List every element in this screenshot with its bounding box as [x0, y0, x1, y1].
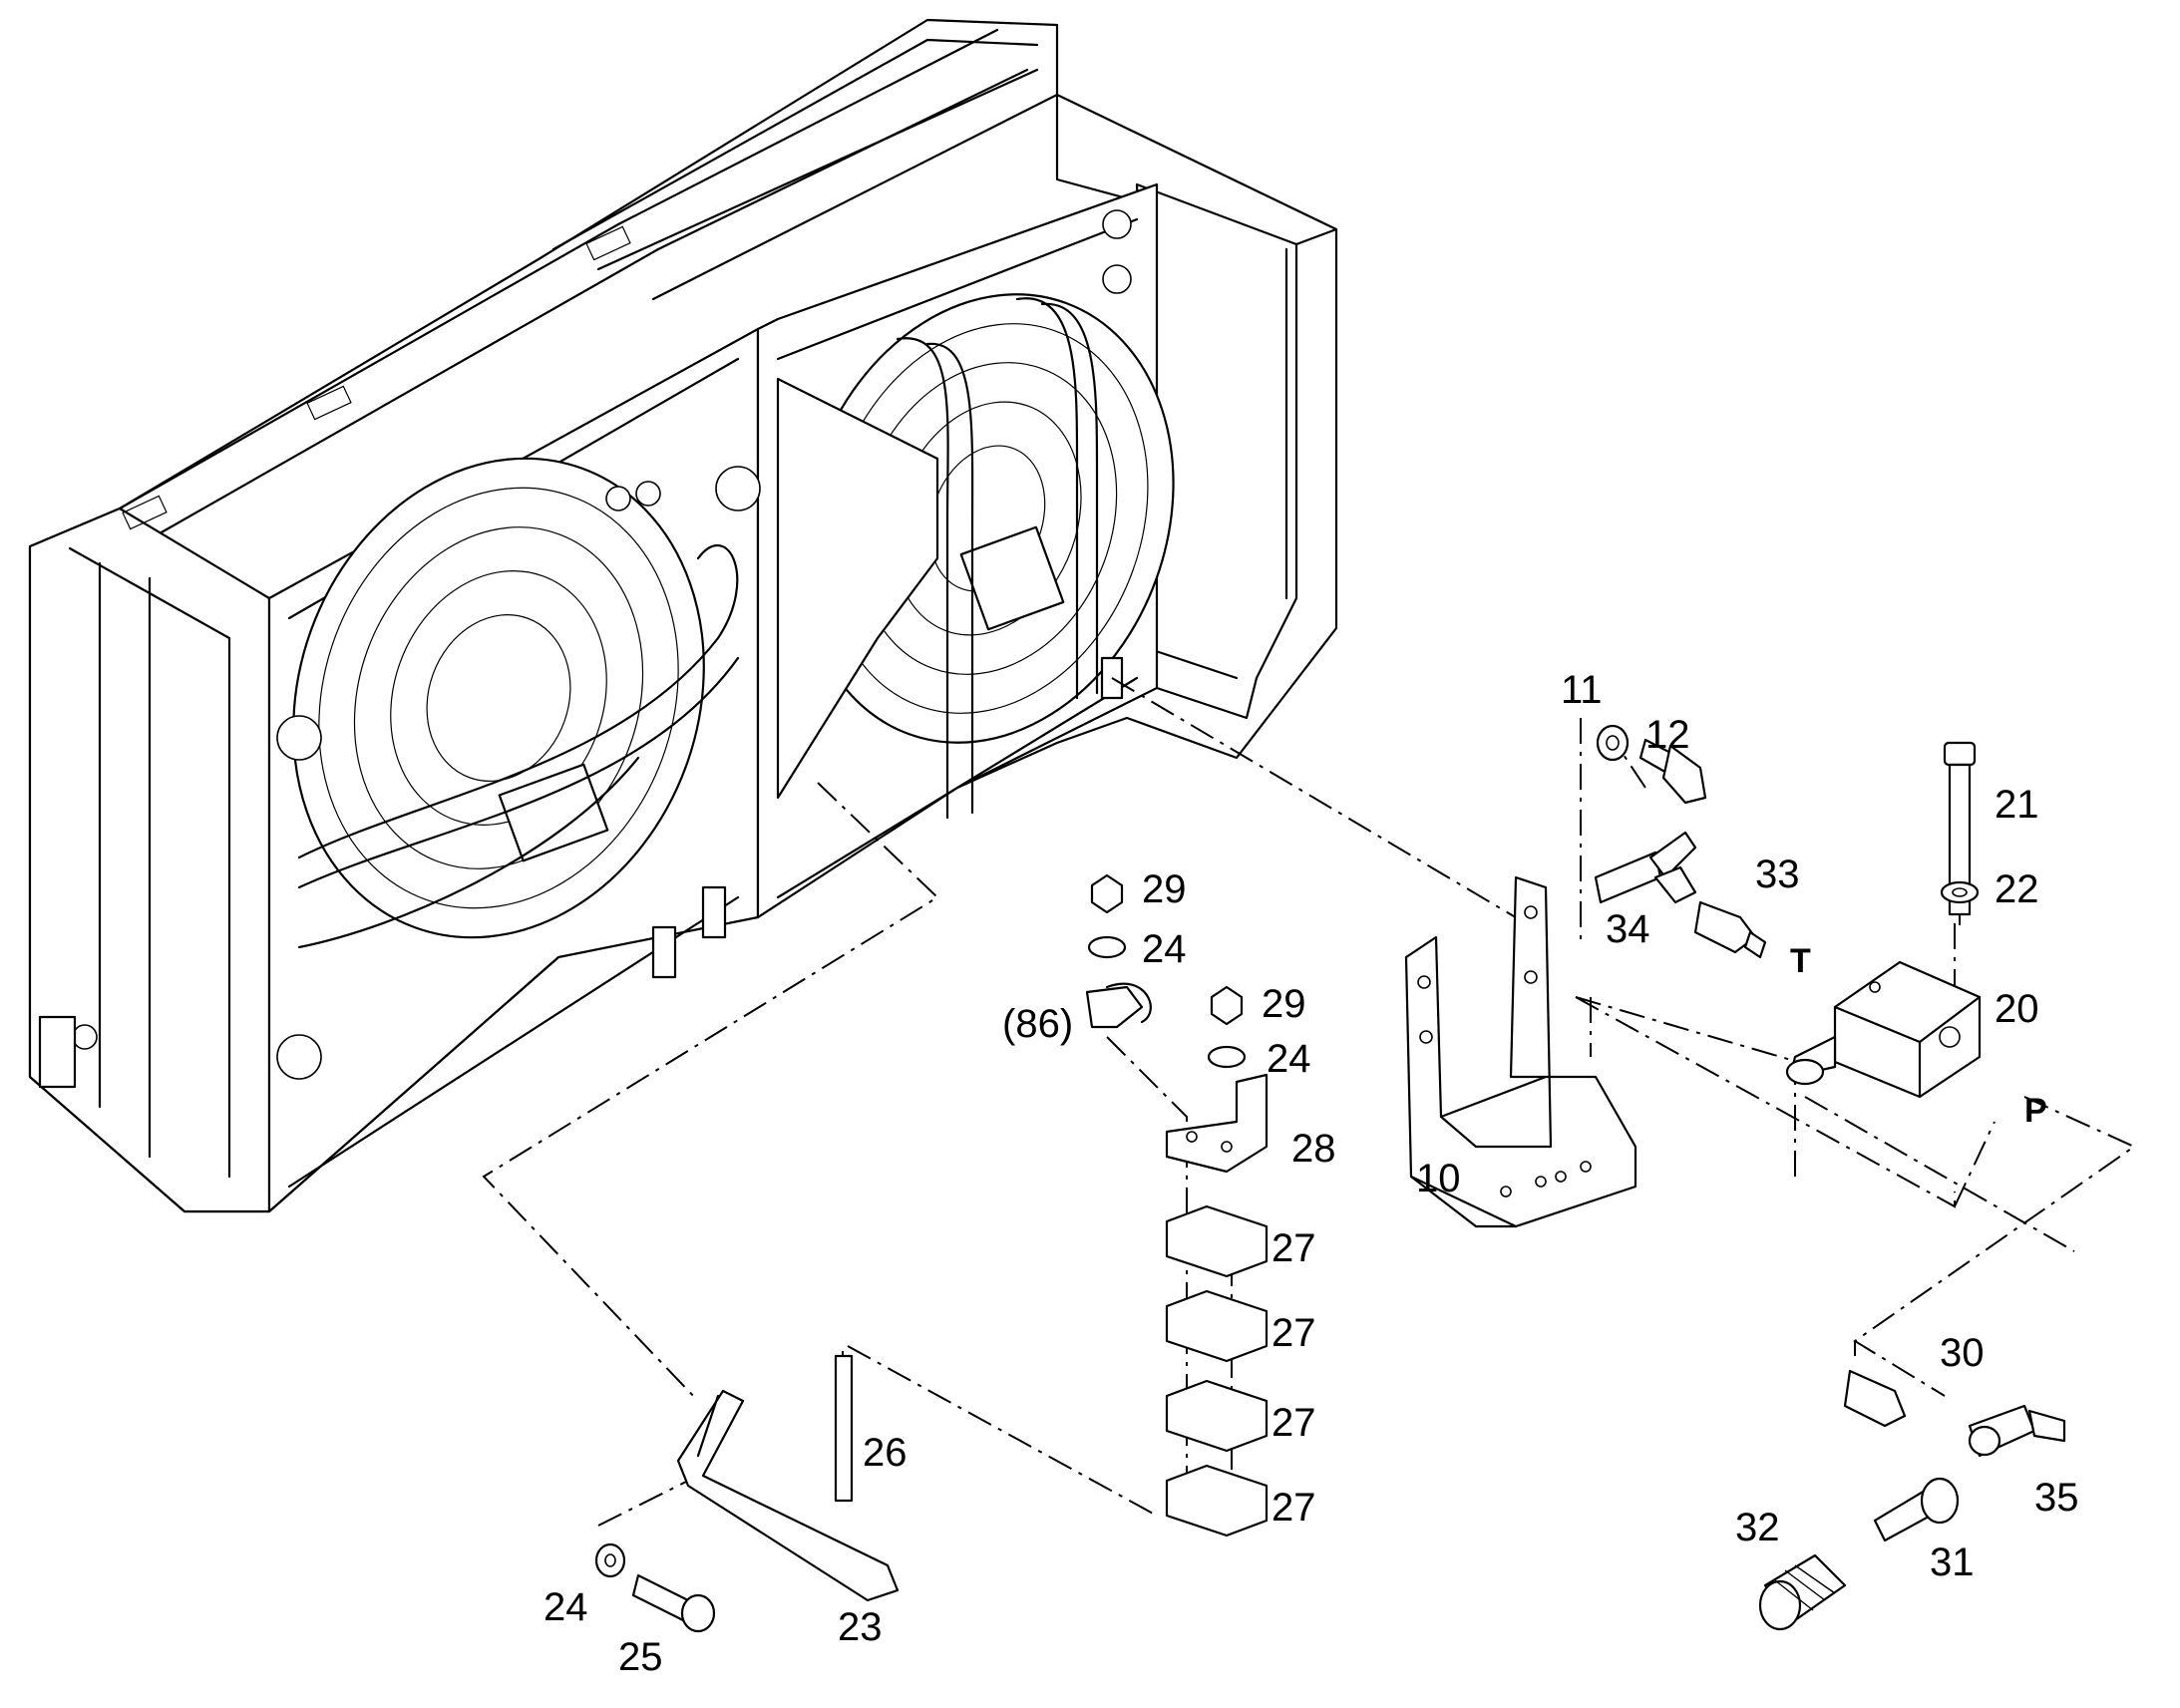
clamp-half-27c: [1165, 1379, 1269, 1453]
washer-22: [1940, 880, 1980, 904]
callout-10: 10: [1416, 1157, 1461, 1200]
callout-86: (86): [1002, 1002, 1073, 1046]
cooler-assembly: [28, 18, 1338, 1213]
callout-34: 34: [1606, 907, 1650, 951]
bracket-10: [1404, 875, 1637, 1228]
clamp-half-27a: [1165, 1204, 1269, 1278]
callout-27-c: 27: [1272, 1401, 1316, 1445]
callout-28: 28: [1291, 1127, 1336, 1171]
nut-29a: [1090, 873, 1124, 914]
callout-27-d: 27: [1272, 1486, 1316, 1530]
callout-31: 31: [1930, 1540, 1975, 1584]
callout-24-lower: 24: [544, 1585, 588, 1629]
callout-21: 21: [1995, 783, 2039, 827]
banjo-fitting-31: [1873, 1477, 1960, 1542]
adapter-33: [1693, 900, 1767, 959]
callout-labels: 10 11 12 20 21 22 23 24 24 24 25 26 27 2…: [544, 668, 2079, 1679]
callout-23: 23: [838, 1605, 883, 1649]
callout-26: 26: [863, 1431, 908, 1475]
bolt-21: [1943, 741, 1977, 916]
callout-12: 12: [1645, 713, 1690, 757]
valve-block-20: [1785, 960, 1982, 1099]
bolt-12: [1638, 738, 1707, 805]
washer-24b: [1207, 1045, 1247, 1069]
clamp-half-27d: [1165, 1464, 1269, 1537]
port-label-p: P: [2024, 1092, 2047, 1130]
tee-fitting-34: [1594, 831, 1697, 904]
washer-24c: [594, 1542, 626, 1578]
tee-fitting-35: [1968, 1404, 2066, 1458]
washer-11: [1596, 724, 1630, 762]
callout-33: 33: [1755, 853, 1800, 896]
stud-26: [834, 1354, 854, 1503]
callout-27-b: 27: [1272, 1311, 1316, 1355]
clamp-plate-28: [1165, 1073, 1269, 1174]
callout-24-middle: 24: [1267, 1037, 1311, 1081]
callout-35: 35: [2034, 1476, 2079, 1520]
support-bracket-23: [676, 1389, 900, 1602]
callout-29-upper: 29: [1142, 867, 1187, 911]
nut-29b: [1210, 985, 1244, 1026]
callout-32: 32: [1735, 1506, 1780, 1549]
callout-20: 20: [1995, 987, 2039, 1031]
leader-lines: [482, 677, 2137, 1527]
callout-25: 25: [618, 1635, 663, 1679]
callout-27-a: 27: [1272, 1226, 1316, 1270]
clip-86: [1085, 982, 1152, 1029]
callout-24-upper: 24: [1142, 927, 1187, 971]
callout-29-middle: 29: [1262, 982, 1306, 1026]
port-label-t: T: [1790, 942, 1811, 980]
callout-11: 11: [1561, 668, 1603, 712]
coupling-32: [1758, 1553, 1847, 1631]
adapter-30: [1843, 1369, 1907, 1428]
callout-30: 30: [1940, 1331, 1985, 1375]
clamp-half-27b: [1165, 1289, 1269, 1363]
bolt-25: [631, 1573, 716, 1633]
washer-24a: [1087, 935, 1127, 959]
callout-22: 22: [1995, 867, 2039, 911]
